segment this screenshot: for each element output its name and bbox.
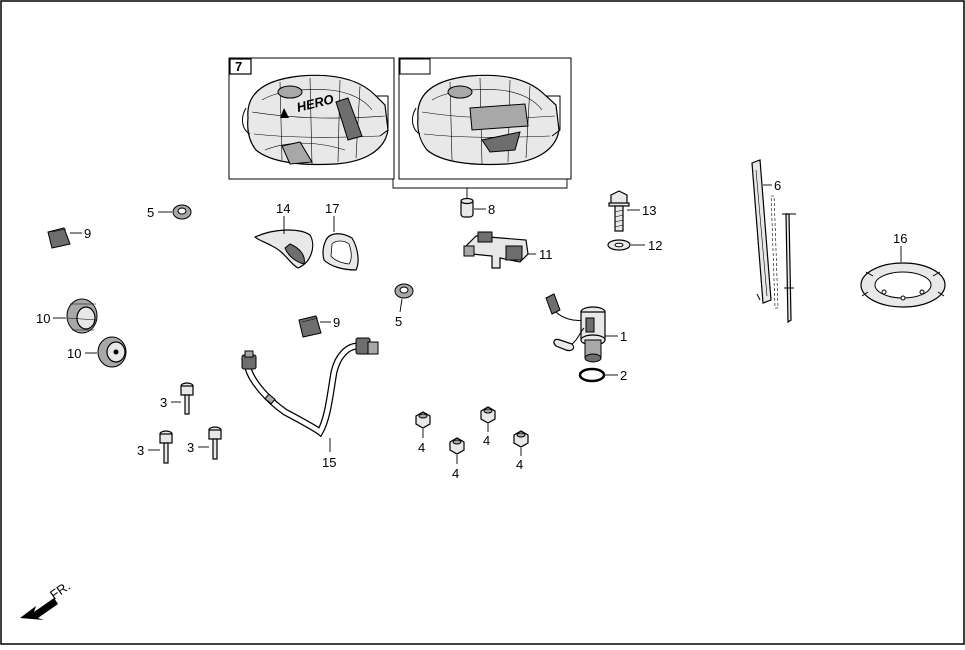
label-17: 17: [325, 201, 339, 216]
part-15-fuel-hose: 15: [241, 337, 379, 470]
label-7: 7: [235, 59, 242, 74]
label-6: 6: [774, 178, 781, 193]
part-4-nut-c: 4: [480, 406, 496, 448]
part-8-spacer: 8: [460, 197, 495, 218]
brand-mark-icon: [280, 108, 289, 118]
part-9-clip-a: 9: [47, 226, 91, 249]
label-9-a: 9: [84, 226, 91, 241]
label-5-a: 5: [147, 205, 154, 220]
front-direction-indicator: FR.: [20, 578, 73, 620]
label-8: 8: [488, 202, 495, 217]
part-16-ring: 16: [860, 231, 946, 308]
part-4-nut-a: 4: [415, 411, 431, 455]
label-13: 13: [642, 203, 656, 218]
part-5-grommet-a: 5: [147, 204, 192, 220]
label-3-c: 3: [187, 440, 194, 455]
fuel-tank-left: HERO: [242, 74, 389, 166]
part-9-clip-b: 9: [298, 315, 340, 338]
part-10-cap-b: 10: [67, 336, 127, 368]
label-5-b: 5: [395, 314, 402, 329]
label-14: 14: [276, 201, 290, 216]
label-10-a: 10: [36, 311, 50, 326]
part-3-screw-a: 3: [160, 382, 194, 415]
part-3-screw-b: 3: [137, 430, 173, 464]
tank-bracket: [392, 179, 568, 189]
part-4-nut-d: 4: [513, 430, 529, 472]
fuel-tank-group: 7 HERO: [228, 57, 572, 198]
label-1: 1: [620, 329, 627, 344]
part-1-fuel-pump: 1: [545, 293, 627, 363]
label-11: 11: [539, 247, 553, 262]
part-12-washer: 12: [607, 238, 662, 253]
front-arrow-icon: [20, 598, 58, 620]
part-13-bolt: 13: [608, 190, 656, 232]
label-4-a: 4: [418, 440, 425, 455]
label-16: 16: [893, 231, 907, 246]
label-2: 2: [620, 368, 627, 383]
part-3-screw-c: 3: [187, 426, 222, 460]
part-4-nut-b: 4: [449, 437, 465, 481]
part-10-cap-a: 10: [36, 298, 98, 334]
label-4-d: 4: [516, 457, 523, 472]
part-17-gasket: 17: [322, 201, 359, 271]
part-14-cover: 14: [253, 201, 314, 269]
label-4-b: 4: [452, 466, 459, 481]
label-4-c: 4: [483, 433, 490, 448]
front-label: FR.: [47, 578, 73, 602]
label-10-b: 10: [67, 346, 81, 361]
label-12: 12: [648, 238, 662, 253]
tank-variant-box: [399, 58, 431, 75]
fuel-tank-right: [412, 74, 561, 166]
part-2-o-ring: 2: [578, 367, 627, 383]
part-5-grommet-b: 5: [394, 283, 414, 329]
tank-label-box: [229, 58, 252, 75]
label-15: 15: [322, 455, 336, 470]
label-9-b: 9: [333, 315, 340, 330]
label-3-b: 3: [137, 443, 144, 458]
label-3-a: 3: [160, 395, 167, 410]
tank-box-left: [228, 57, 395, 180]
part-6-level-strips: 6: [751, 159, 796, 324]
tank-box-right: [398, 57, 572, 180]
part-11-bracket: 11: [463, 231, 553, 269]
